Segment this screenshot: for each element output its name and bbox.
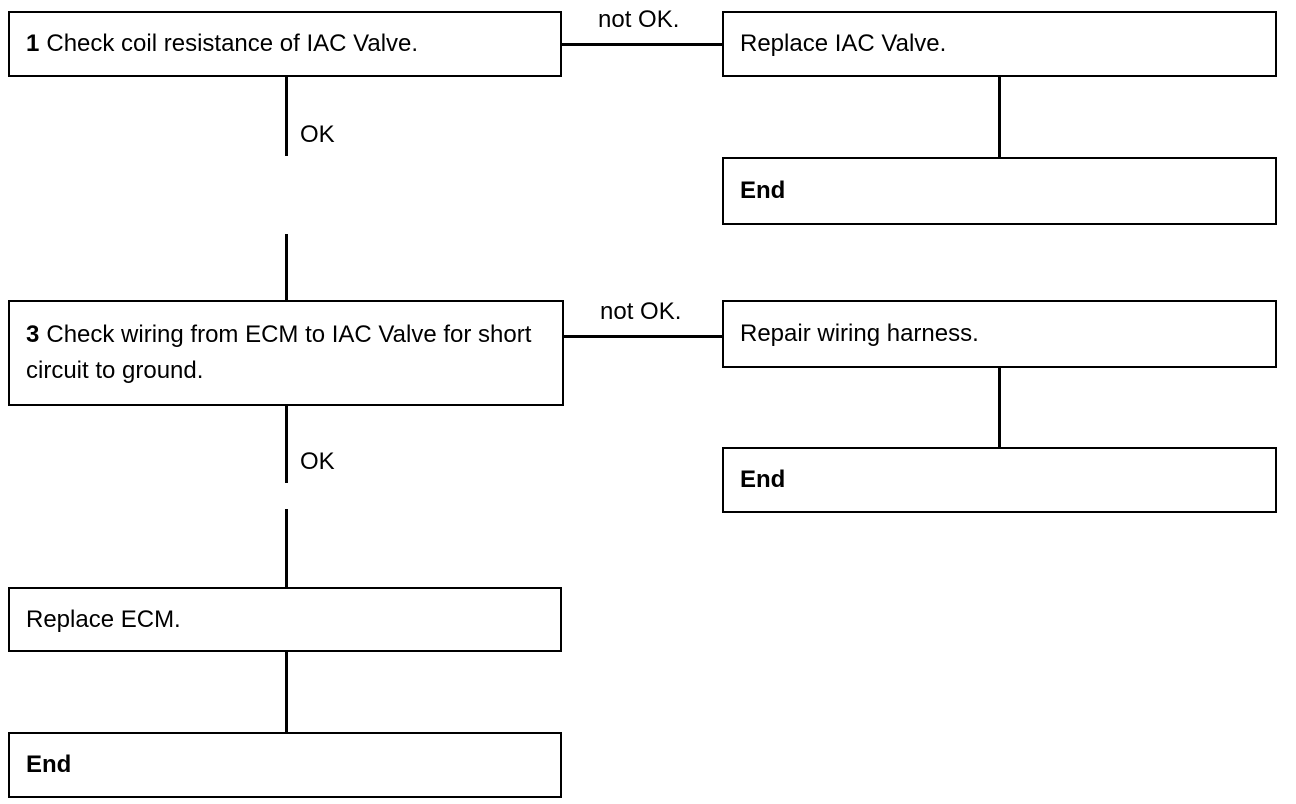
end-text-2: End [740,466,786,493]
step1-not-ok-label: not OK. [598,6,680,33]
end-text-3: End [26,751,72,778]
connector-replace-ecm-end [285,652,288,732]
replace-iac-valve-box: Replace IAC Valve. [722,11,1277,77]
step3-description: Check wiring from ECM to IAC Valve for s… [26,321,532,384]
connector-step1-ok-lower [285,234,288,300]
connector-step3-ok-upper [285,406,288,483]
step3-number: 3 [26,321,40,348]
repair-wiring-harness-box: Repair wiring harness. [722,300,1277,368]
end-box-3: End [8,732,562,798]
connector-replace-iac-end [998,77,1001,157]
end-text-1: End [740,177,786,204]
connector-step3-ok-lower [285,509,288,587]
connector-step1-replace-iac [562,43,722,46]
step3-ok-label: OK [300,448,335,475]
connector-step3-repair-wiring [564,335,722,338]
step3-not-ok-label: not OK. [600,298,682,325]
step1-number: 1 [26,30,40,57]
replace-ecm-box: Replace ECM. [8,587,562,652]
end-box-2: End [722,447,1277,513]
connector-step1-ok-upper [285,77,288,156]
connector-repair-wiring-end [998,368,1001,447]
replace-iac-valve-text: Replace IAC Valve. [740,30,947,57]
end-box-1: End [722,157,1277,225]
step1-description: Check coil resistance of IAC Valve. [46,30,419,57]
step1-ok-label: OK [300,121,335,148]
repair-wiring-harness-text: Repair wiring harness. [740,320,979,347]
replace-ecm-text: Replace ECM. [26,605,181,633]
